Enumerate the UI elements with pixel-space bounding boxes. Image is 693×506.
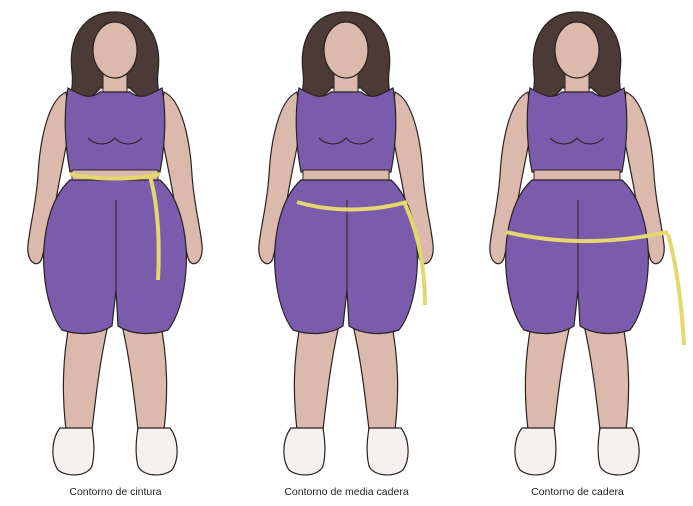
caption-mid-hip: Contorno de media cadera (231, 486, 462, 498)
figure-hip: Contorno de cadera (462, 0, 693, 506)
body-illustration-hip (462, 0, 693, 480)
figure-mid-hip: Contorno de media cadera (231, 0, 462, 506)
figure-waist: Contorno de cintura (0, 0, 231, 506)
caption-waist: Contorno de cintura (0, 486, 231, 498)
body-illustration-mid-hip (231, 0, 462, 480)
caption-hip: Contorno de cadera (462, 486, 693, 498)
body-illustration-waist (0, 0, 231, 480)
